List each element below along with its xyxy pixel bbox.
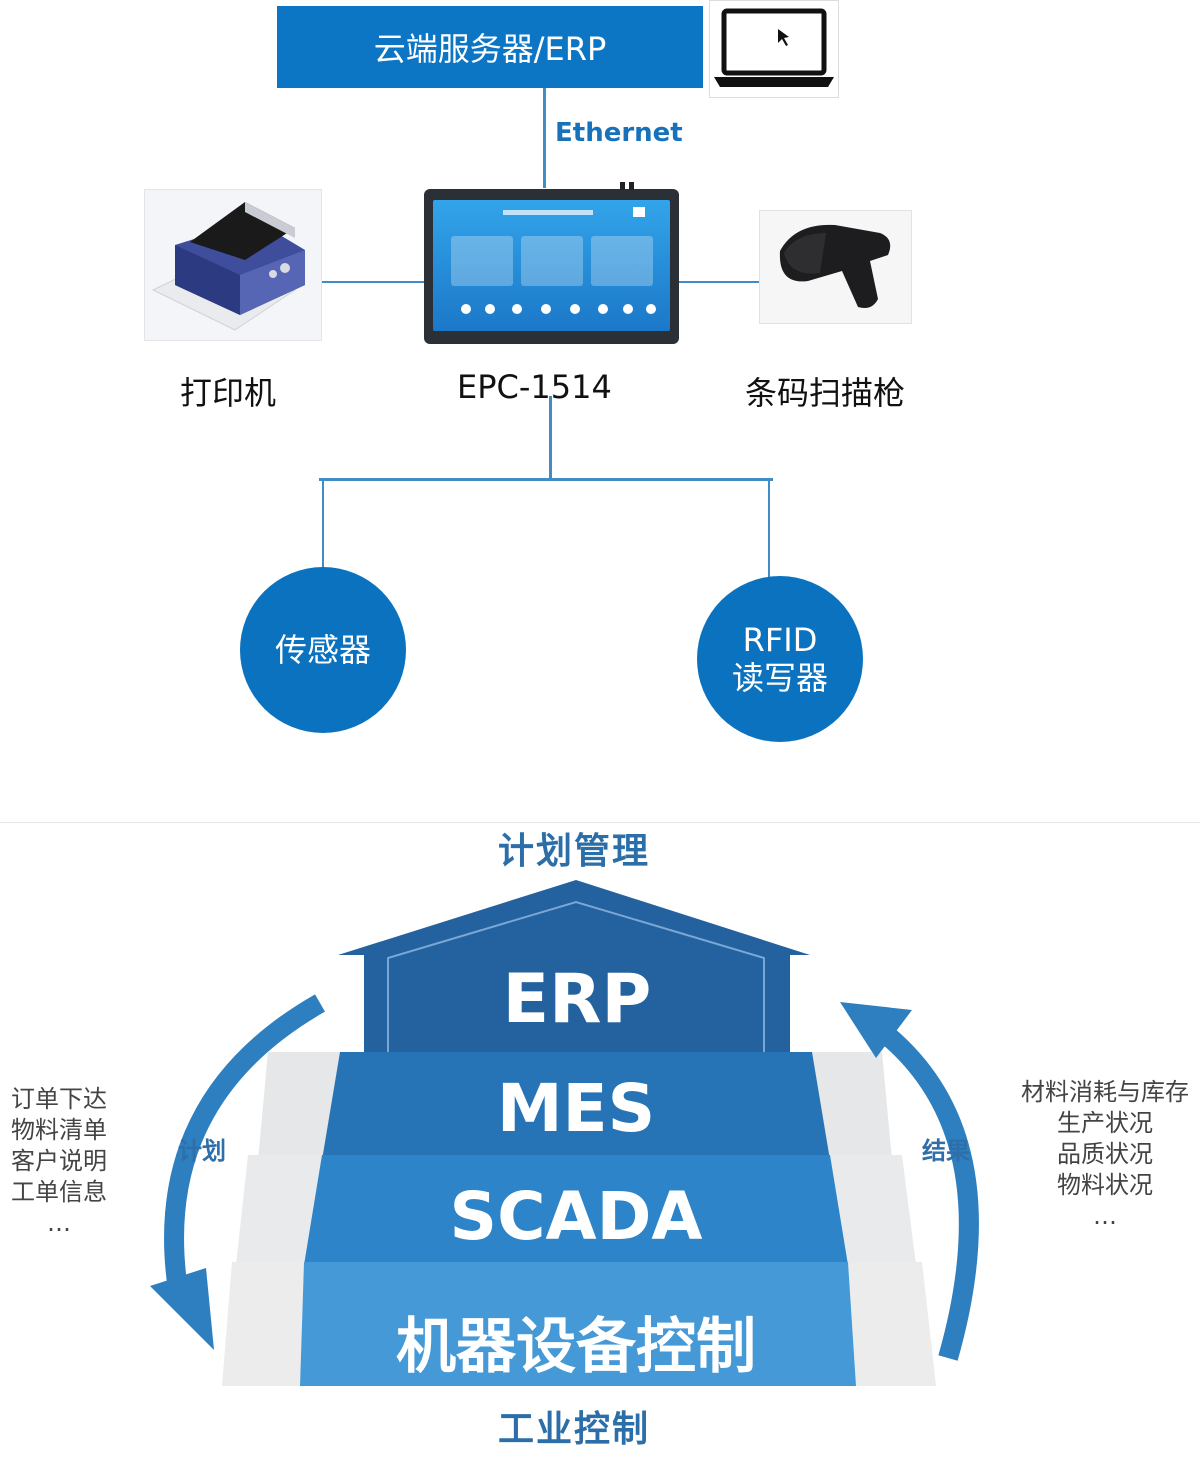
machine-control-level bbox=[300, 1262, 856, 1386]
screen-menu-icon bbox=[623, 304, 633, 314]
screen-title-bar bbox=[503, 210, 593, 215]
screen-tile bbox=[451, 236, 513, 286]
epc-device-image bbox=[424, 182, 679, 344]
rfid-label-line1: RFID bbox=[742, 621, 818, 659]
result-arrow-head-icon bbox=[840, 1002, 912, 1058]
cloud-server-box: 云端服务器/ERP bbox=[277, 6, 703, 88]
rfid-link-line bbox=[768, 478, 770, 578]
step-backdrop bbox=[812, 1052, 892, 1160]
result-loop-label: 结果 bbox=[922, 1137, 970, 1165]
list-item: 客户说明 bbox=[11, 1147, 107, 1175]
erp-roof-outline bbox=[387, 900, 765, 1052]
antenna-mark bbox=[629, 182, 634, 190]
step-backdrop bbox=[258, 1052, 340, 1160]
ethernet-label: Ethernet bbox=[555, 118, 683, 148]
ethernet-link-line bbox=[543, 88, 546, 188]
cloud-server-label: 云端服务器/ERP bbox=[373, 30, 607, 68]
plan-arrow-icon bbox=[164, 994, 325, 1292]
screen-menu-icon bbox=[598, 304, 608, 314]
sensor-label: 传感器 bbox=[274, 631, 371, 669]
epc-screen bbox=[433, 200, 670, 331]
screen-tile bbox=[521, 236, 583, 286]
mes-label: MES bbox=[496, 1070, 656, 1147]
plan-inputs-list: 订单下达 物料清单 客户说明 工单信息 … bbox=[4, 1084, 114, 1239]
printer-caption: 打印机 bbox=[180, 374, 277, 412]
sensor-node: 传感器 bbox=[240, 567, 406, 733]
machine-control-label: 机器设备控制 bbox=[396, 1312, 756, 1382]
laptop-icon bbox=[709, 0, 839, 98]
step-backdrop bbox=[830, 1155, 916, 1265]
screen-tile bbox=[591, 236, 653, 286]
section-divider bbox=[0, 822, 1200, 823]
erp-level bbox=[338, 880, 810, 1052]
list-item: … bbox=[47, 1209, 71, 1237]
screen-menu-icon bbox=[541, 304, 551, 314]
plan-management-title: 计划管理 bbox=[498, 831, 651, 872]
barcode-scanner-icon bbox=[759, 210, 912, 324]
antenna-mark bbox=[620, 182, 625, 190]
scanner-link-line bbox=[679, 281, 759, 283]
list-item: 材料消耗与库存 bbox=[1021, 1078, 1189, 1106]
screen-menu-icon bbox=[646, 304, 656, 314]
list-item: 物料状况 bbox=[1057, 1171, 1153, 1199]
list-item: 物料清单 bbox=[11, 1116, 107, 1144]
rfid-node: RFID 读写器 bbox=[697, 576, 863, 742]
screen-menu-icon bbox=[485, 304, 495, 314]
list-item: 订单下达 bbox=[11, 1085, 107, 1113]
erp-label: ERP bbox=[502, 960, 652, 1039]
step-backdrop bbox=[236, 1155, 322, 1265]
device-down-line bbox=[549, 396, 552, 480]
result-outputs-list: 材料消耗与库存 生产状况 品质状况 物料状况 … bbox=[1010, 1077, 1200, 1232]
industrial-control-title: 工业控制 bbox=[498, 1409, 651, 1450]
screen-menu-icon bbox=[512, 304, 522, 314]
step-backdrop bbox=[848, 1262, 936, 1386]
screen-menu-icon bbox=[461, 304, 471, 314]
list-item: … bbox=[1093, 1202, 1117, 1230]
scanner-caption: 条码扫描枪 bbox=[745, 374, 906, 412]
printer-icon bbox=[144, 189, 322, 341]
result-arrow-icon bbox=[881, 1028, 979, 1361]
bus-line bbox=[319, 478, 773, 481]
list-item: 生产状况 bbox=[1057, 1109, 1153, 1137]
plan-arrow-head-icon bbox=[150, 1268, 214, 1350]
exit-icon bbox=[633, 207, 645, 217]
list-item: 品质状况 bbox=[1057, 1140, 1153, 1168]
rfid-label-line2: 读写器 bbox=[731, 659, 828, 697]
device-caption: EPC-1514 bbox=[457, 368, 612, 406]
step-backdrop bbox=[222, 1262, 304, 1386]
scada-label: SCADA bbox=[449, 1178, 703, 1255]
plan-loop-label: 计划 bbox=[178, 1137, 226, 1165]
printer-link-line bbox=[322, 281, 424, 283]
mes-level bbox=[322, 1052, 830, 1160]
sensor-link-line bbox=[322, 478, 324, 570]
list-item: 工单信息 bbox=[11, 1178, 107, 1206]
screen-menu-icon bbox=[570, 304, 580, 314]
scada-level bbox=[304, 1155, 848, 1265]
